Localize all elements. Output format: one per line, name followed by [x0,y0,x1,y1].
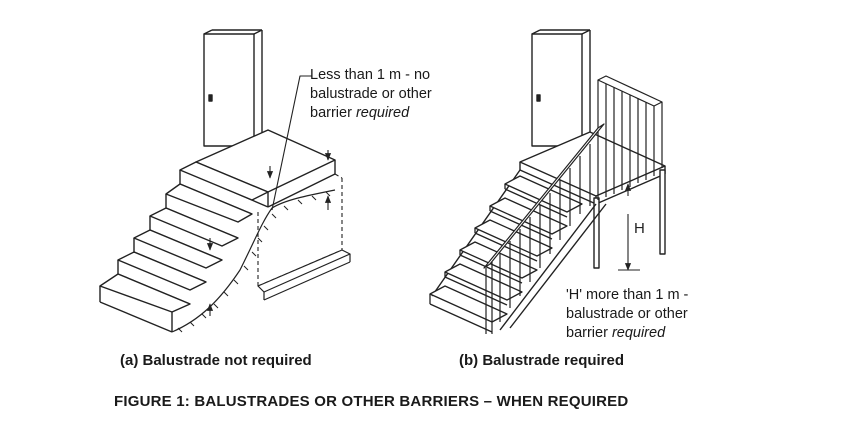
panel-a-door [203,29,263,147]
panel-b-landing-balustrade [597,75,663,200]
panel-b-note-line3: barrier required [566,324,688,343]
figure-title: FIGURE 1: BALUSTRADES OR OTHER BARRIERS … [114,393,629,410]
panel-a-note-line2: balustrade or other [310,86,432,102]
panel-b-note-line2: balustrade or other [566,306,688,322]
panel-b-caption: (b) Balustrade required [459,352,625,369]
panel-a-note-line1: Less than 1 m - no [310,67,431,83]
panel-a-height-arrows [206,150,332,316]
panel-b-treads [429,175,583,333]
panel-a-note-line3: barrier required [310,104,432,123]
panel-a-note-line3-text: barrier [310,105,356,121]
panel-b-height-dimension [618,183,640,271]
panel-b-stair-balustrade [483,123,605,334]
panel-a-drawing [99,29,351,333]
panel-a-note: Less than 1 m - no balustrade or other b… [310,66,432,123]
panel-b-note-line3-text: barrier [566,325,612,341]
panel-b-h-label: H [634,220,645,237]
panel-a-note-required: required [355,105,410,121]
panel-a-base-slab [257,249,351,301]
panel-a-ground-profile [171,189,336,333]
panel-b-note: 'H' more than 1 m - balustrade or other … [566,286,688,343]
panel-b-landing-posts [593,169,666,269]
panel-a-leader-line [271,75,312,211]
panel-b-drawing [429,29,666,334]
panel-b-note-line1: 'H' more than 1 m - [566,287,689,303]
panel-b-note-required: required [611,325,666,341]
panel-a-ground-hatch [177,191,331,333]
panel-a-caption: (a) Balustrade not required [120,352,312,369]
panel-a-steps [99,161,269,333]
panel-b-door [531,29,591,147]
